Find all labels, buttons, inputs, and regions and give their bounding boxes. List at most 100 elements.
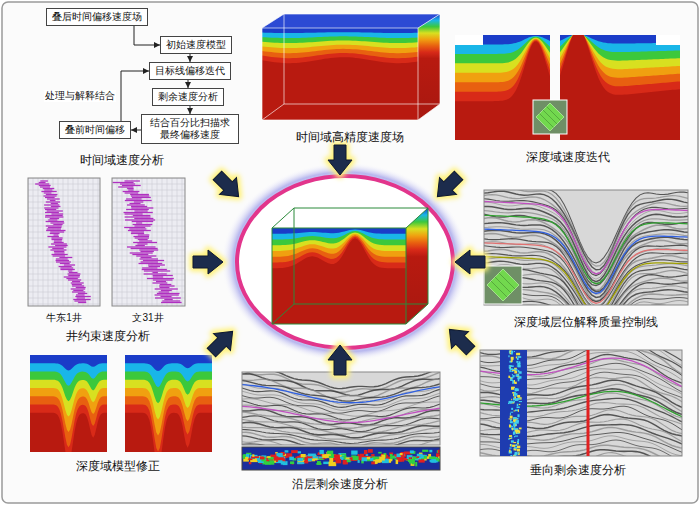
log-curve	[139, 263, 163, 264]
art-part	[93, 178, 94, 306]
seismic-trace	[484, 254, 688, 305]
depth-velocity-panel	[560, 35, 680, 140]
log-curve	[60, 263, 70, 264]
velocity-band	[272, 238, 406, 324]
log-curve	[161, 290, 172, 291]
log-curve	[53, 255, 65, 256]
art-part	[429, 450, 432, 452]
horizon-line	[484, 257, 688, 305]
art-part	[317, 461, 321, 465]
log-curve	[50, 231, 64, 232]
art-part	[193, 250, 223, 274]
art-part	[518, 356, 522, 358]
art-part	[514, 388, 517, 390]
art-part	[508, 376, 510, 378]
process-box: 初始速度模型	[160, 36, 232, 54]
art-part	[112, 178, 185, 306]
log-curve	[127, 204, 145, 205]
art-part	[291, 450, 298, 453]
log-curve	[50, 249, 66, 250]
velocity-band	[30, 388, 107, 452]
log-curve	[52, 248, 63, 249]
log-curve	[75, 296, 90, 297]
log-curve	[139, 249, 158, 250]
art-part	[510, 413, 511, 415]
art-part	[429, 457, 436, 460]
log-curve	[118, 186, 133, 187]
art-part	[209, 167, 247, 205]
art-part	[516, 406, 519, 408]
art-part	[487, 269, 519, 301]
art-part	[514, 410, 516, 411]
velocity-band	[272, 237, 406, 324]
art-part	[112, 184, 185, 185]
log-curve	[135, 245, 144, 246]
well-log	[112, 178, 185, 306]
art-part	[455, 250, 485, 274]
art-part	[396, 460, 399, 464]
flow-arrow	[190, 54, 191, 62]
velocity-band	[30, 371, 107, 452]
art-part	[88, 178, 89, 306]
block-arrow	[328, 345, 352, 375]
log-curve	[76, 287, 86, 288]
flow-arrow	[131, 130, 141, 131]
velocity-band	[272, 229, 406, 324]
art-part	[511, 401, 513, 403]
art-part	[511, 351, 513, 353]
art-part	[518, 452, 520, 455]
log-curve	[130, 203, 141, 204]
log-curve	[134, 218, 153, 219]
block-arrow	[328, 145, 352, 175]
art-part	[335, 457, 340, 460]
log-curve	[54, 240, 62, 241]
art-part	[351, 451, 357, 455]
log-curve	[78, 302, 86, 303]
seismic-trace	[242, 384, 440, 404]
art-part	[112, 274, 185, 275]
log-curve	[130, 194, 149, 195]
velocity-cube-front	[272, 228, 406, 324]
log-curve	[68, 273, 81, 274]
block-arrow	[441, 321, 479, 359]
art-part	[514, 447, 517, 448]
log-curve	[125, 192, 139, 193]
art-part	[519, 401, 522, 402]
art-part	[28, 190, 100, 191]
log-curve	[45, 209, 56, 210]
log-curve	[148, 264, 165, 265]
log-curve	[130, 252, 153, 253]
velocity-band	[262, 32, 418, 120]
velocity-band	[262, 53, 418, 120]
art-part	[517, 439, 519, 441]
art-part	[511, 428, 514, 430]
art-part	[203, 323, 241, 361]
velocity-band	[262, 28, 418, 120]
log-curve	[35, 183, 49, 184]
art-part	[517, 395, 520, 397]
art-part	[329, 462, 337, 466]
velocity-band	[272, 234, 406, 324]
caption: 深度域层位解释质量控制线	[514, 315, 658, 329]
marker-line	[587, 350, 590, 456]
log-curve	[50, 222, 64, 223]
inset-map	[533, 100, 567, 134]
log-curve	[135, 237, 149, 238]
log-curve	[60, 267, 73, 268]
art-part	[290, 461, 294, 464]
art-part	[380, 457, 385, 461]
velocity-band	[272, 235, 406, 324]
log-curve	[51, 239, 62, 240]
panel-border	[28, 178, 100, 306]
velocity-band	[125, 413, 212, 452]
log-curve	[124, 227, 145, 228]
art-part	[511, 360, 513, 362]
log-curve	[162, 300, 180, 301]
art-part	[509, 450, 511, 453]
art-part	[297, 458, 302, 461]
log-curve	[131, 206, 147, 207]
art-part	[28, 244, 100, 245]
log-curve	[48, 246, 66, 247]
art-part	[429, 167, 467, 205]
